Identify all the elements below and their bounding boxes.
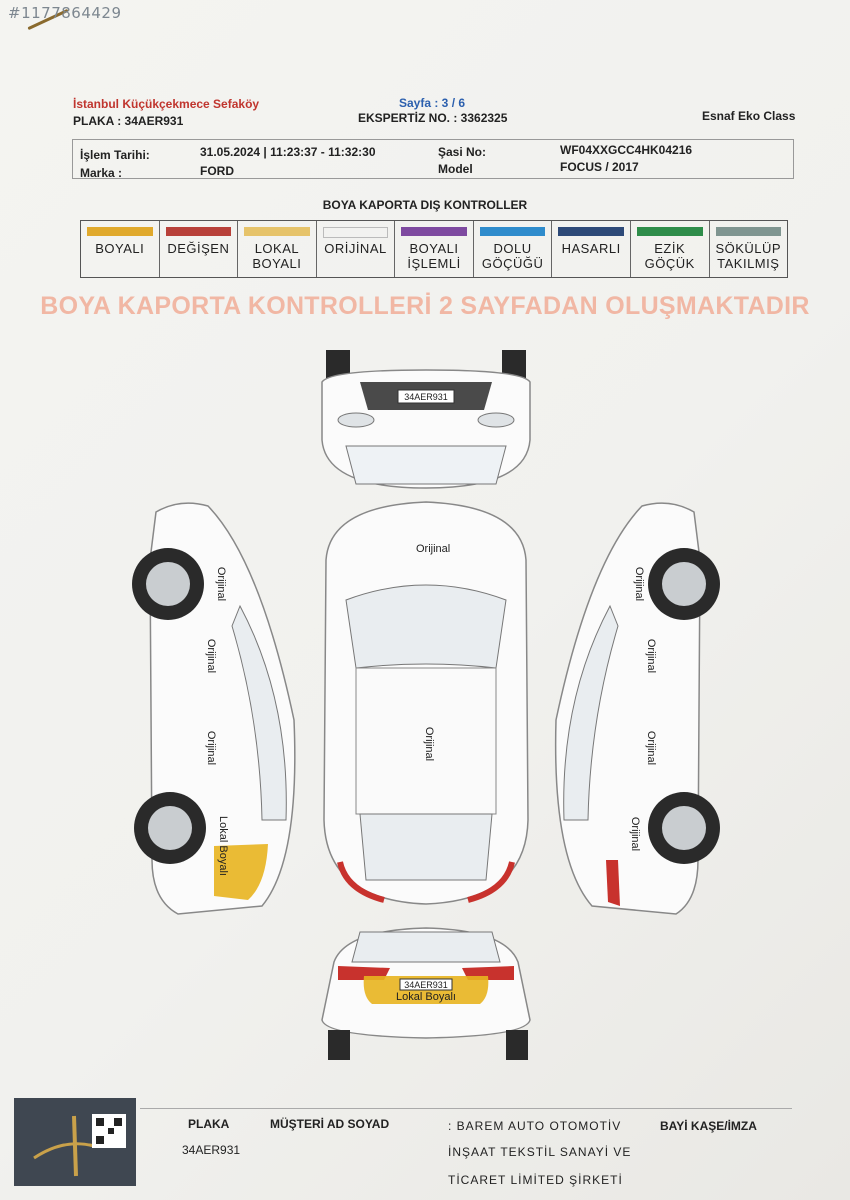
legend-swatch	[401, 227, 467, 236]
legend-label: BOYALI	[95, 241, 145, 256]
rear-glass	[351, 931, 501, 963]
car-damage-diagram: 34AER931 Orijinal Orijinal Orijinal Orij…	[132, 350, 720, 1060]
legend-item-dolu-gocugu: DOLU GÖÇÜĞÜ	[474, 221, 553, 277]
top-windshield	[345, 584, 507, 669]
legend-swatch	[165, 227, 232, 236]
page-indicator: Sayfa : 3 / 6	[399, 96, 466, 110]
info-banner: BOYA KAPORTA KONTROLLERİ 2 SAYFADAN OLUŞ…	[40, 292, 810, 320]
legend-swatch	[479, 227, 546, 236]
left-windows	[231, 604, 287, 821]
legend-label: ORİJİNAL	[324, 241, 387, 256]
hood-status: Orijinal	[416, 543, 450, 555]
rear-bumper-status: Lokal Boyalı	[396, 991, 456, 1003]
left-rear-rim	[148, 806, 192, 850]
model-value: FOCUS / 2017	[560, 160, 639, 174]
right-rear-door-status: Orijinal	[645, 731, 657, 765]
legend-swatch	[244, 227, 310, 236]
legend-label: DOLU GÖÇÜĞÜ	[481, 241, 544, 271]
front-left-headlight	[337, 412, 375, 428]
make-label: Marka :	[80, 166, 123, 180]
legend-item-boyali-islemli: BOYALI İŞLEMLİ	[395, 221, 474, 277]
chassis-value: WF04XXGCC4HK04216	[560, 143, 693, 157]
top-view: Orijinal Orijinal	[323, 501, 529, 905]
legend-item-sokulup-takilmis: SÖKÜLÜP TAKILMIŞ	[710, 221, 788, 277]
legend-title: BOYA KAPORTA DIŞ KONTROLLER	[322, 198, 528, 212]
windshield	[345, 445, 507, 485]
customer-line3: TİCARET LİMİTED ŞİRKETİ	[448, 1173, 623, 1187]
rear-left-lamp	[337, 861, 385, 903]
left-side-view: Orijinal Orijinal Orijinal Lokal Boyalı	[132, 502, 296, 915]
package-name: Esnaf Eko Class	[702, 109, 796, 123]
front-plate-text: 34AER931	[404, 392, 448, 402]
customer-line1: : BAREM AUTO OTOMOTİV	[448, 1119, 622, 1133]
legend-label: LOKAL BOYALI	[252, 241, 302, 271]
rear-view: 34AER931 Lokal Boyalı	[321, 927, 531, 1060]
right-rear-lamp	[606, 860, 620, 906]
vehicle-info-box	[72, 139, 794, 179]
right-front-fender-status: Orijinal	[633, 567, 645, 601]
expertise-number: EKSPERTİZ NO. : 3362325	[358, 111, 508, 125]
listing-id-watermark: #1177864429	[8, 4, 122, 22]
legend-swatch	[636, 227, 703, 236]
legend-swatch	[558, 227, 624, 236]
legend-label: BOYALI İŞLEMLİ	[407, 241, 461, 271]
right-front-rim	[662, 562, 706, 606]
roof-panel	[355, 667, 497, 815]
date-value: 31.05.2024 | 11:23:37 - 11:32:30	[200, 145, 376, 159]
rear-window	[359, 813, 493, 881]
dealer-logo	[14, 1098, 136, 1186]
front-plate	[397, 389, 455, 404]
legend-label: HASARLI	[561, 241, 621, 256]
make-value: FORD	[200, 164, 234, 178]
left-front-rim	[146, 562, 190, 606]
customer-label: MÜŞTERİ AD SOYAD	[270, 1117, 390, 1131]
left-rear-fender-status: Lokal Boyalı	[217, 816, 229, 876]
legend-swatch	[322, 227, 389, 238]
left-rear-door-status: Orijinal	[205, 731, 217, 765]
left-front-fender-status: Orijinal	[215, 567, 227, 601]
legend-item-degisen: DEĞİŞEN	[160, 221, 239, 277]
legend-item-hasarli: HASARLI	[552, 221, 631, 277]
footer-plate-label: PLAKA	[188, 1117, 230, 1131]
chassis-label: Şasi No:	[438, 145, 487, 159]
branch-name: İstanbul Küçükçekmece Sefaköy	[73, 97, 260, 111]
right-rear-rim	[662, 806, 706, 850]
legend-item-lokal-boyali: LOKAL BOYALI	[238, 221, 317, 277]
date-label: İşlem Tarihi:	[80, 148, 150, 162]
color-legend: BOYALI DEĞİŞEN LOKAL BOYALI ORİJİNAL BOY…	[80, 220, 788, 278]
logo-qr-icon	[33, 1114, 126, 1177]
rear-plate-text: 34AER931	[404, 980, 448, 990]
model-label: Model	[438, 162, 473, 176]
legend-label: EZİK GÖÇÜK	[644, 241, 695, 271]
right-windows	[563, 604, 619, 821]
front-right-headlight	[477, 412, 515, 428]
legend-item-boyali: BOYALI	[81, 221, 160, 277]
legend-item-ezik-gocuk: EZİK GÖÇÜK	[631, 221, 710, 277]
rear-right-lamp	[467, 861, 515, 903]
front-view: 34AER931	[321, 350, 531, 489]
stamp-label: BAYİ KAŞE/İMZA	[660, 1119, 757, 1133]
roof-status: Orijinal	[423, 727, 435, 761]
header-plate: PLAKA : 34AER931	[73, 114, 184, 128]
left-rear-local-paint	[214, 844, 268, 900]
legend-label: DEĞİŞEN	[167, 241, 230, 256]
legend-label: SÖKÜLÜP TAKILMIŞ	[715, 241, 782, 271]
rear-left-tire	[328, 1030, 350, 1060]
customer-line2: İNŞAAT TEKSTİL SANAYİ VE	[448, 1145, 632, 1159]
legend-swatch	[715, 227, 782, 236]
right-side-view: Orijinal Orijinal Orijinal Orijinal	[554, 502, 720, 915]
right-rear-fender-status: Orijinal	[629, 817, 641, 851]
legend-swatch	[87, 227, 153, 236]
right-front-door-status: Orijinal	[645, 639, 657, 673]
legend-item-orijinal: ORİJİNAL	[317, 221, 396, 277]
footer-plate-value: 34AER931	[182, 1143, 241, 1157]
left-front-door-status: Orijinal	[205, 639, 217, 673]
footer: PLAKA 34AER931 MÜŞTERİ AD SOYAD : BAREM …	[140, 1108, 792, 1199]
rear-right-tire	[506, 1030, 528, 1060]
rear-plate	[399, 978, 453, 991]
